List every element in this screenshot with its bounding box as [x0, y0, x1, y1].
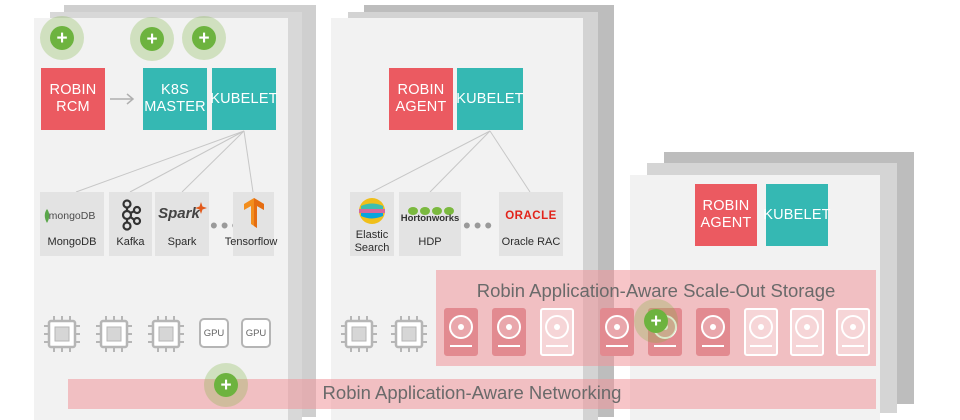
gpu-chip-icon: GPU — [241, 318, 271, 348]
networking-band-label: Robin Application-Aware Networking — [322, 382, 622, 403]
cpu-chip-icon — [44, 316, 80, 352]
k8s-master-block: K8S MASTER — [143, 68, 207, 130]
disk-icon — [600, 308, 634, 356]
disk-icon — [696, 308, 730, 356]
more-apps-dots-node2: ••• — [463, 213, 496, 238]
disk-icon — [492, 308, 526, 356]
hortonworks-elephants-icon — [408, 207, 454, 215]
networking-band — [68, 379, 876, 409]
app-tile-mongodb — [40, 192, 104, 256]
disk-icon — [744, 308, 778, 356]
app-label-kafka: Kafka — [116, 236, 145, 248]
cpu-chip-icon — [148, 316, 184, 352]
gpu-chip-icon: GPU — [199, 318, 229, 348]
robin-agent-block-node3: ROBIN AGENT — [695, 184, 757, 246]
disk-icon — [444, 308, 478, 356]
add-storage-button[interactable]: + — [634, 299, 678, 343]
app-label-tensorflow: Tensorflow — [224, 236, 278, 248]
tensorflow-logo — [244, 198, 264, 228]
disk-icon — [540, 308, 574, 356]
plus-icon: + — [140, 27, 164, 51]
app-label-elasticsearch: Elastic Search — [354, 229, 390, 254]
kubelet-block-node2: KUBELET — [456, 68, 524, 130]
app-tile-hdp — [399, 192, 461, 256]
app-label-hdp: HDP — [418, 236, 442, 248]
app-label-spark: Spark — [167, 236, 197, 248]
kubelet-block-node1: KUBELET — [210, 68, 278, 130]
cpu-chip-icon — [341, 316, 377, 352]
plus-icon: + — [644, 309, 668, 333]
mongodb-logo: mongoDB — [48, 210, 96, 222]
spark-logo: Spark — [158, 205, 200, 222]
add-master-button[interactable]: + — [130, 17, 174, 61]
disk-icon — [790, 308, 824, 356]
plus-icon: + — [50, 26, 74, 50]
app-label-oracle-rac: Oracle RAC — [501, 236, 561, 248]
oracle-logo: ORACLE — [505, 210, 557, 222]
app-label-mongodb: MongoDB — [47, 236, 97, 248]
cpu-chip-icon — [391, 316, 427, 352]
cpu-chip-icon — [96, 316, 132, 352]
add-network-button[interactable]: + — [204, 363, 248, 407]
robin-agent-block-node2: ROBIN AGENT — [389, 68, 453, 130]
spark-star-icon — [195, 202, 207, 214]
arrow-right-icon — [110, 93, 135, 105]
robin-rcm-block: ROBIN RCM — [41, 68, 105, 130]
storage-band-label: Robin Application-Aware Scale-Out Storag… — [476, 280, 836, 301]
add-kubelet-button[interactable]: + — [182, 16, 226, 60]
disk-icon — [836, 308, 870, 356]
hortonworks-logo: Hortonworks — [400, 213, 460, 224]
app-tile-oracle-rac — [499, 192, 563, 256]
elasticsearch-logo — [359, 198, 385, 224]
plus-icon: + — [192, 26, 216, 50]
mongodb-leaf-icon — [44, 209, 50, 223]
kubelet-block-node3: KUBELET — [763, 184, 831, 246]
add-node-button[interactable]: + — [40, 16, 84, 60]
kafka-logo — [121, 199, 142, 231]
app-tile-spark — [155, 192, 209, 256]
plus-icon: + — [214, 373, 238, 397]
